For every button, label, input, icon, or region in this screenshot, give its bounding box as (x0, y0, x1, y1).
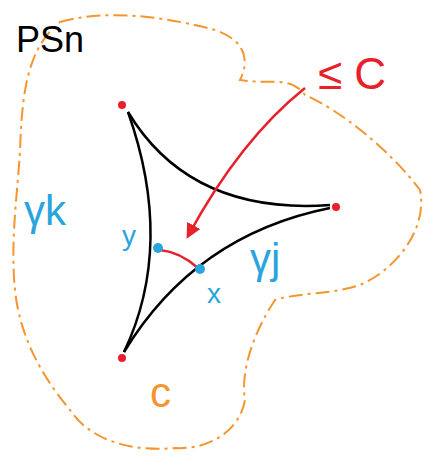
cusp-point (118, 101, 126, 109)
point-label: x (207, 280, 221, 308)
point-y (153, 243, 163, 253)
cusp-point (332, 203, 340, 211)
short-segment (160, 250, 198, 268)
triangle-side (128, 112, 330, 206)
region-outline (13, 15, 421, 449)
bound-label: ≤ C (318, 52, 386, 96)
constant-label: c (150, 372, 171, 414)
point-label: y (122, 222, 136, 250)
callout-arrow (188, 88, 305, 236)
cusp-point (118, 354, 126, 362)
geodesic-label: γj (250, 238, 280, 280)
triangle-side (124, 208, 330, 352)
space-label: PSn (16, 22, 84, 58)
geodesic-label: γk (24, 190, 66, 232)
point-x (195, 264, 205, 274)
